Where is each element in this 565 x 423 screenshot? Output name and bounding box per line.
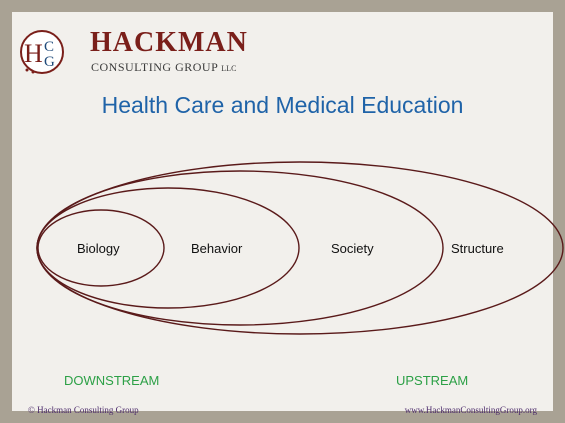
logo-letter-h: H [24,39,43,68]
footer-website: www.HackmanConsultingGroup.org [404,405,537,415]
logo-letter-g: G [44,54,55,70]
ellipse-biology [37,209,165,287]
label-society: Society [331,241,374,256]
logo-dot-1 [25,68,29,72]
ellipse-behavior [36,187,300,309]
label-behavior: Behavior [191,241,243,256]
logo-letter-c: C [44,39,54,55]
slide-title: Health Care and Medical Education [101,92,464,118]
footer-copyright: © Hackman Consulting Group [28,405,139,415]
label-structure: Structure [451,241,504,256]
logo-mark: H C G [20,30,64,74]
brand-subtitle: CONSULTING GROUP LLC [91,60,236,75]
brand-subtitle-text: CONSULTING GROUP [91,60,218,74]
label-biology: Biology [77,241,120,256]
brand-subtitle-suffix: LLC [221,64,237,73]
slide-panel [12,12,553,411]
brand-name: HACKMAN [90,27,248,58]
logo-dot-2 [31,70,35,74]
logo-ring [20,30,64,74]
label-downstream: DOWNSTREAM [64,373,160,388]
label-upstream: UPSTREAM [396,373,469,388]
